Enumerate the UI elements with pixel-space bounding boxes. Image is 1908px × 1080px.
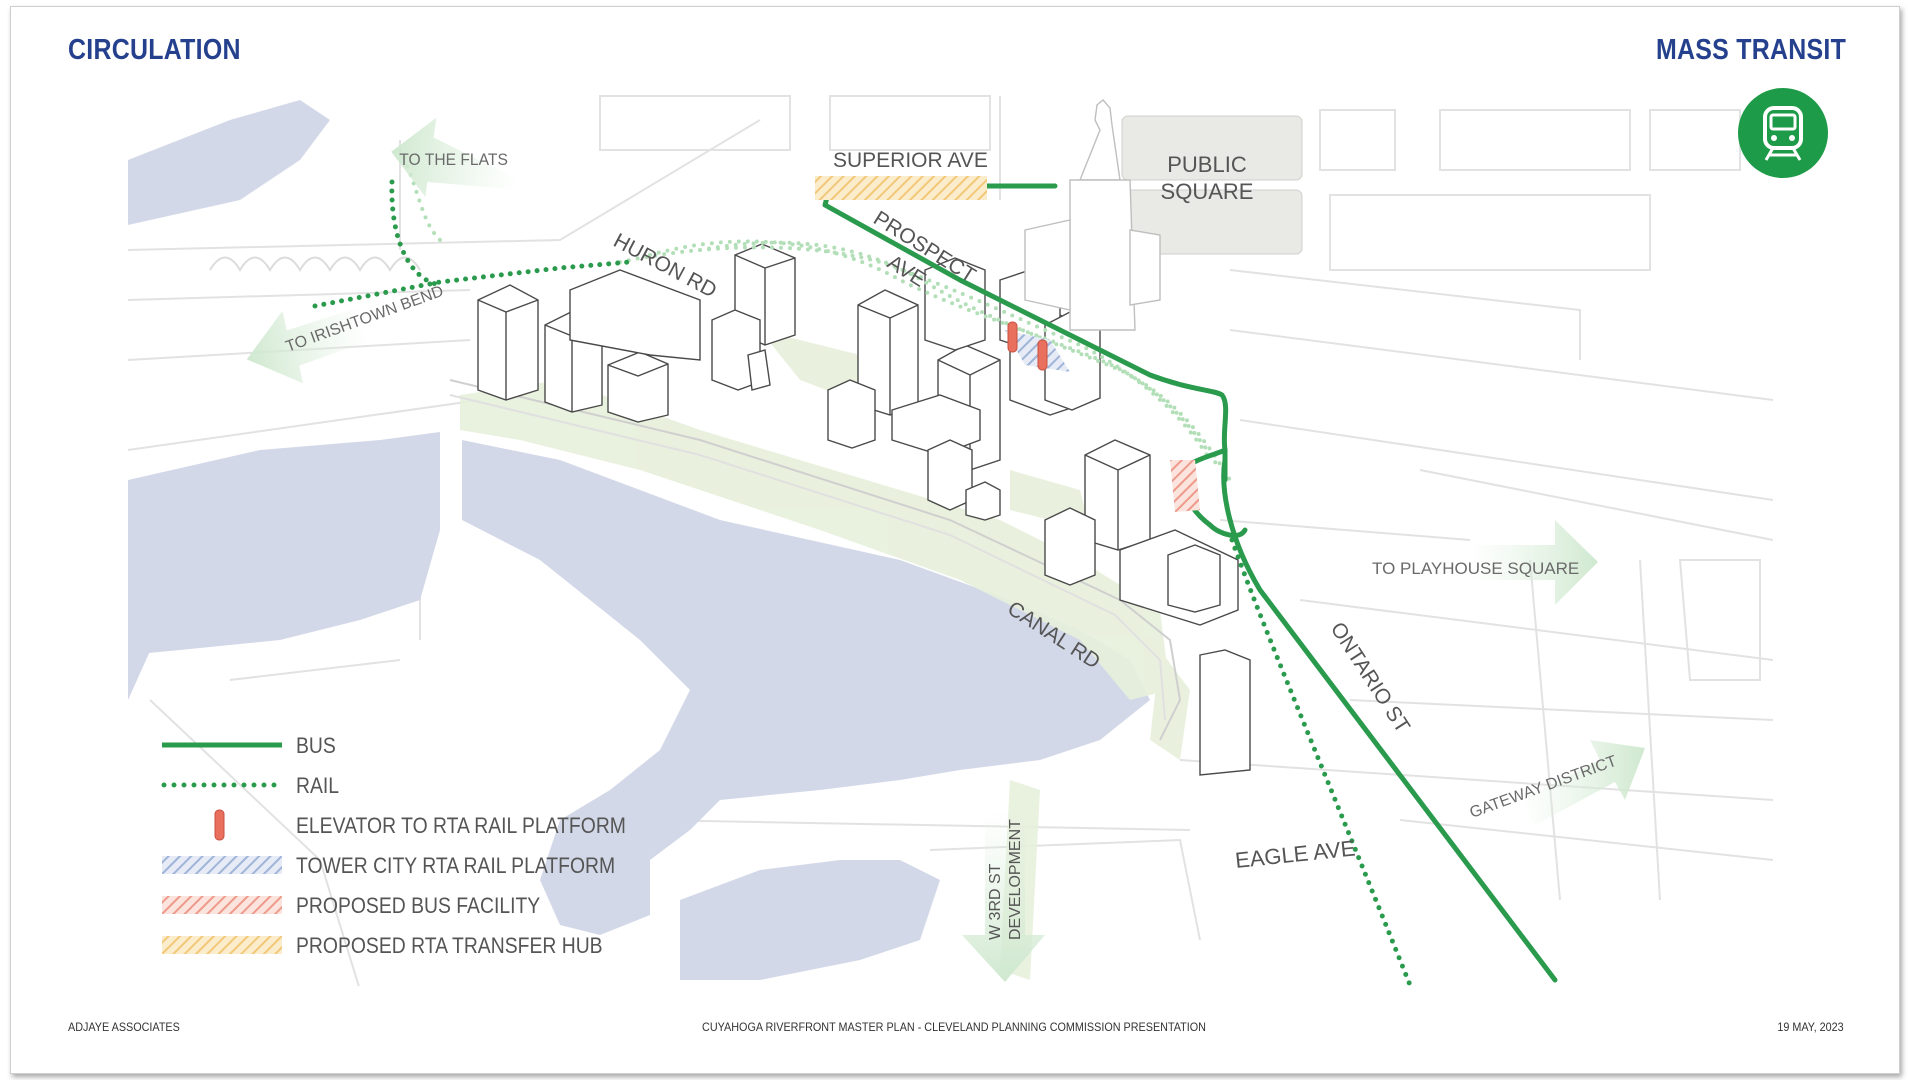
river xyxy=(128,100,1150,980)
footer-date: 19 MAY, 2023 xyxy=(1777,1020,1844,1034)
section-title: CIRCULATION xyxy=(68,34,241,66)
label-public-square-line2: SQUARE xyxy=(1161,179,1254,204)
train-icon xyxy=(1763,106,1803,161)
elevator-marker-1 xyxy=(1007,321,1018,353)
arrow-to-playhouse-square xyxy=(1470,520,1598,605)
legend-item-elevator: ELEVATOR TO RTA RAIL PLATFORM xyxy=(150,809,670,841)
platform-swatch xyxy=(162,856,282,874)
elevator-swatch xyxy=(214,809,225,841)
bus-facility-swatch xyxy=(162,896,282,914)
legend-label-rail: RAIL xyxy=(296,773,340,798)
arrow-to-gateway-district xyxy=(1520,740,1645,825)
arrow-to-irishtown-bend xyxy=(246,305,371,384)
legend-item-platform: TOWER CITY RTA RAIL PLATFORM xyxy=(150,850,670,880)
terminal-tower xyxy=(1024,99,1161,331)
transfer-hub-swatch xyxy=(162,936,282,954)
legend-item-rail: RAIL xyxy=(150,770,670,800)
proposed-transfer-hub-area xyxy=(815,176,987,200)
label-to-playhouse-square: TO PLAYHOUSE SQUARE xyxy=(1372,559,1579,578)
label-superior-ave: SUPERIOR AVE xyxy=(833,149,988,172)
legend-label-transfer-hub: PROPOSED RTA TRANSFER HUB xyxy=(296,933,603,958)
rail-line-swatch xyxy=(161,782,282,788)
label-w3rd-st-line2: DEVELOPMENT xyxy=(1007,819,1024,940)
footer-project: CUYAHOGA RIVERFRONT MASTER PLAN - CLEVEL… xyxy=(702,1020,1206,1034)
label-ontario-st: ONTARIO ST xyxy=(1326,618,1414,737)
arrow-to-the-flats xyxy=(391,117,519,197)
label-to-the-flats: TO THE FLATS xyxy=(399,150,508,169)
legend-label-bus-facility: PROPOSED BUS FACILITY xyxy=(296,893,541,918)
legend-label-platform: TOWER CITY RTA RAIL PLATFORM xyxy=(296,853,616,878)
topic-title: MASS TRANSIT xyxy=(1655,34,1846,66)
bridge-arches xyxy=(209,256,421,272)
legend-item-bus-facility: PROPOSED BUS FACILITY xyxy=(150,890,670,920)
mass-transit-badge xyxy=(1738,88,1828,178)
elevator-marker-2 xyxy=(1037,339,1048,371)
bus-line-swatch xyxy=(162,742,282,748)
rail-lines-faded xyxy=(398,148,1232,482)
footer-firm: ADJAYE ASSOCIATES xyxy=(68,1020,180,1034)
public-square-block-north xyxy=(1121,115,1303,181)
canal-road-edge-inner xyxy=(449,394,1166,721)
label-w3rd-st-line1: W 3RD ST xyxy=(987,863,1004,940)
label-eagle-ave: EAGLE AVE xyxy=(1234,835,1357,872)
legend-label-bus: BUS xyxy=(296,733,336,758)
legend-item-bus: BUS xyxy=(150,730,670,760)
rail-line xyxy=(312,179,1413,986)
proposed-bus-facility-area xyxy=(1170,460,1200,512)
legend-item-transfer-hub: PROPOSED RTA TRANSFER HUB xyxy=(150,930,670,960)
arrow-to-w3rd-st xyxy=(962,810,1045,982)
label-public-square-line1: PUBLIC xyxy=(1167,152,1247,177)
buildings xyxy=(477,243,1251,776)
legend-label-elevator: ELEVATOR TO RTA RAIL PLATFORM xyxy=(296,813,626,838)
